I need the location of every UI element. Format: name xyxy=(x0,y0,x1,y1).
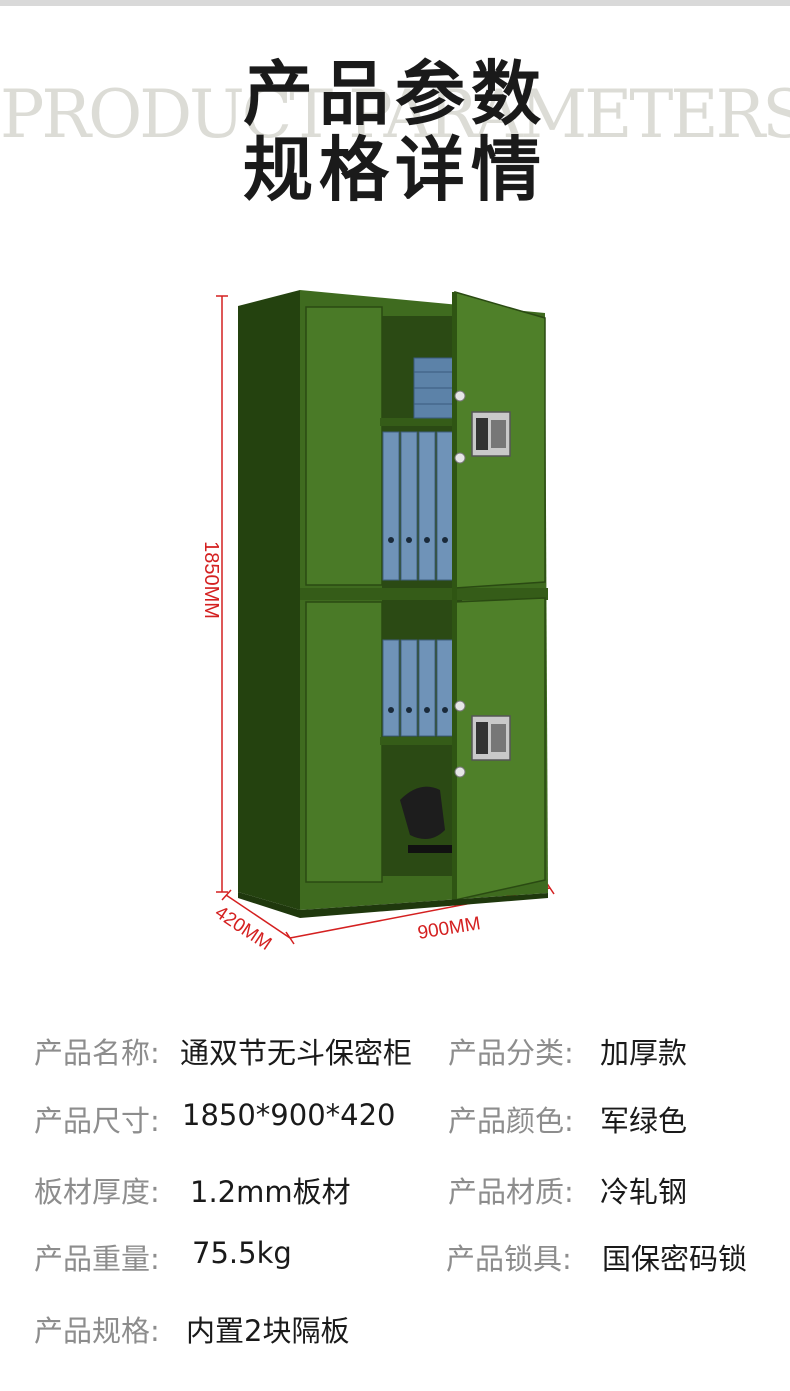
spec-value-spec: 内置2块隔板 xyxy=(186,1314,350,1348)
page-title-line2: 规格详情 xyxy=(243,129,547,211)
spec-label-spec: 产品规格: xyxy=(34,1314,160,1348)
spec-label-thickness: 板材厚度: xyxy=(34,1175,160,1209)
spec-value-material: 冷轧钢 xyxy=(600,1175,688,1209)
spec-value-category: 加厚款 xyxy=(600,1036,688,1070)
depth-label: 420MM xyxy=(211,902,275,955)
cabinet-side-panel xyxy=(238,290,300,910)
lower-combination-lock xyxy=(471,715,511,761)
height-label: 1850MM xyxy=(200,541,222,619)
spec-label-material: 产品材质: xyxy=(448,1175,574,1209)
middle-divider xyxy=(300,588,548,600)
spec-label-name: 产品名称: xyxy=(34,1036,160,1070)
cabinet-product-image: 1850MM 420MM 900MM xyxy=(200,290,555,955)
top-divider xyxy=(0,0,790,6)
spec-value-color: 军绿色 xyxy=(600,1104,688,1138)
left-upper-door xyxy=(305,306,383,586)
spec-label-color: 产品颜色: xyxy=(448,1104,574,1138)
cabinet-base xyxy=(238,892,548,918)
upper-binders xyxy=(382,431,454,581)
spec-value-name: 通双节无斗保密柜 xyxy=(180,1036,413,1070)
spec-label-size: 产品尺寸: xyxy=(34,1104,160,1138)
lower-binders xyxy=(382,639,454,737)
spec-label-lock: 产品锁具: xyxy=(446,1242,572,1276)
spec-label-weight: 产品重量: xyxy=(34,1242,160,1276)
spec-value-weight: 75.5kg xyxy=(192,1236,292,1270)
spec-value-thickness: 1.2mm板材 xyxy=(190,1175,351,1209)
shelf-upper xyxy=(380,418,464,426)
height-dimension: 1850MM xyxy=(200,295,228,893)
spec-label-category: 产品分类: xyxy=(448,1036,574,1070)
spec-value-size: 1850*900*420 xyxy=(182,1098,396,1132)
background-english-title: PRODUCT PARAMETERS xyxy=(0,76,790,153)
shelf-lower xyxy=(380,737,464,745)
left-lower-door xyxy=(305,601,383,883)
page-title-line1: 产品参数 xyxy=(243,53,547,135)
spec-value-lock: 国保密码锁 xyxy=(602,1242,748,1276)
width-label: 900MM xyxy=(416,913,482,944)
telephone-object xyxy=(400,786,445,839)
upper-combination-lock xyxy=(471,411,511,457)
